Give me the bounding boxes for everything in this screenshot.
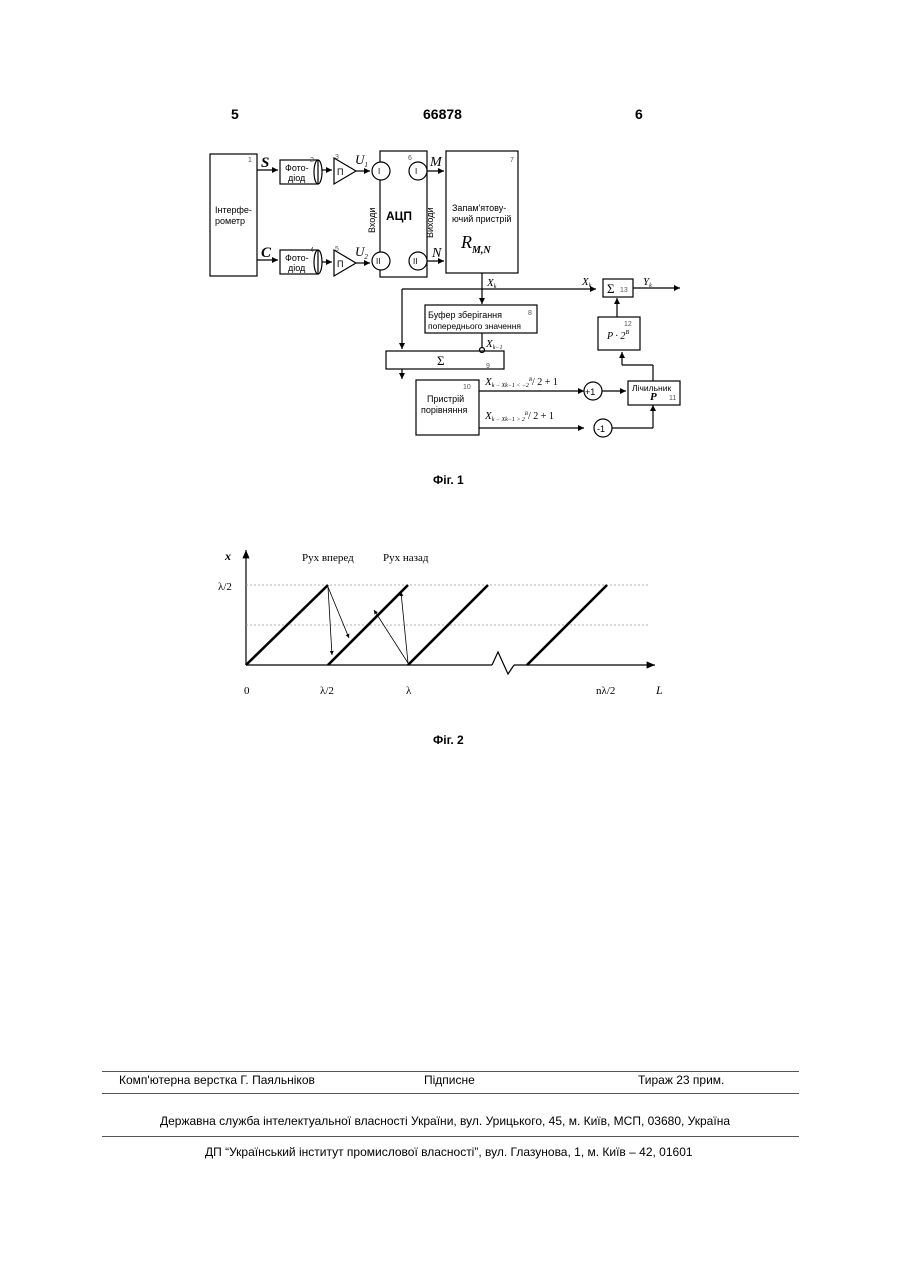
input-s-label: S — [261, 155, 269, 171]
svg-text:Xk − Xk−1 > 2B/ 2 + 1: Xk − Xk−1 > 2B/ 2 + 1 — [484, 410, 554, 423]
u1-sub: 1 — [364, 161, 368, 169]
footer-rule-3 — [102, 1136, 799, 1137]
num-3: 3 — [335, 154, 339, 161]
num-8: 8 — [528, 310, 532, 317]
footer-signed: Підписне — [424, 1073, 475, 1087]
svg-text:U2: U2 — [355, 244, 368, 261]
memory-r-sub: M,N — [471, 245, 491, 256]
backward-arrow-2 — [374, 610, 408, 663]
cond-upper-rest: k − X — [492, 383, 506, 389]
cond-lower-tail: k−1 > 2 — [505, 417, 525, 423]
label-backward-motion: Рух назад — [383, 552, 429, 564]
num-13: 13 — [620, 287, 628, 294]
y-tick-lambda-half: λ/2 — [218, 581, 232, 593]
footer-agency: Державна служба інтелектуальної власност… — [160, 1114, 730, 1128]
photodiode-top-label-2: діод — [288, 173, 306, 183]
figure-2-labels: x L λ/2 0 λ/2 λ nλ/2 Рух вперед Рух наза… — [218, 549, 663, 697]
svg-text:P · 2B: P · 2B — [606, 330, 629, 342]
interferometer-block — [210, 154, 257, 276]
out-n-label: N — [431, 246, 442, 261]
y-axis-label: x — [224, 549, 231, 563]
figure-1-caption: Фіг. 1 — [433, 473, 464, 487]
adc-label: АЦП — [386, 209, 412, 223]
num-2: 2 — [310, 157, 314, 164]
multiplier-label: P · 2 — [606, 331, 625, 342]
input-c-label: C — [261, 245, 272, 261]
forward-arrow-2 — [328, 587, 349, 638]
num-5: 5 — [335, 246, 339, 253]
num-11: 11 — [669, 395, 676, 402]
x-tick-n-lambda-half: nλ/2 — [596, 685, 615, 697]
num-10: 10 — [463, 384, 471, 391]
svg-text:U1: U1 — [355, 152, 368, 169]
forward-arrow-1 — [328, 587, 332, 655]
cond-upper-tail: k−1 < −2 — [505, 383, 529, 389]
num-6: 6 — [408, 155, 412, 162]
photodiode-bottom-label-2: діод — [288, 263, 306, 273]
num-12: 12 — [624, 321, 632, 328]
figure-1-math: S C U1 U2 M N RM,N Xk Xk−1 Σ Xk − Xk−1 <… — [261, 152, 657, 423]
svg-text:Xk: Xk — [581, 276, 592, 289]
x-axis-label: L — [655, 683, 663, 697]
num-9: 9 — [486, 363, 490, 370]
cond-lower-rest: k − X — [492, 417, 506, 423]
adc-out-2: II — [413, 257, 417, 266]
photodiode-bottom-label-1: Фото- — [285, 253, 309, 263]
svg-text:RM,N: RM,N — [460, 232, 491, 256]
figure-2-caption: Фіг. 2 — [433, 733, 464, 747]
xk1-sub: k−1 — [493, 345, 503, 351]
adc-outputs-label: Виходи — [425, 207, 435, 238]
memory-r-label: R — [460, 232, 472, 252]
x-tick-lambda: λ — [406, 685, 412, 697]
counter-p: P — [650, 391, 657, 403]
adc-in-1: I — [378, 167, 380, 176]
footer-rule-2 — [102, 1093, 799, 1094]
photodiode-top-label-1: Фото- — [285, 163, 309, 173]
u2-sub: 2 — [364, 253, 368, 261]
footer-institute: ДП “Український інститут промислової вла… — [205, 1145, 693, 1159]
cond-upper-end: / 2 + 1 — [532, 377, 558, 388]
backward-arrow-1 — [401, 592, 408, 663]
amp-top-label: П — [337, 167, 343, 177]
multiplier-exp: B — [625, 330, 629, 336]
adc-out-1: I — [415, 167, 417, 176]
adc-inputs-label: Входи — [367, 208, 377, 233]
summer-13-sigma: Σ — [607, 281, 615, 296]
yk-sub: k — [649, 283, 652, 289]
buffer-label-1: Буфер зберігання — [428, 310, 502, 320]
cond-lower-end: / 2 + 1 — [528, 411, 554, 422]
x-tick-0: 0 — [244, 685, 250, 697]
svg-text:Yk: Yk — [643, 276, 652, 289]
xk-in-sub: k — [589, 283, 592, 289]
memory-label-2: ючий пристрій — [452, 214, 511, 224]
adc-in-2: II — [376, 257, 380, 266]
amp-bottom-label: П — [337, 259, 343, 269]
num-7: 7 — [510, 157, 514, 164]
svg-text:Xk−1: Xk−1 — [485, 338, 502, 351]
num-4: 4 — [310, 247, 314, 254]
num-1: 1 — [248, 157, 252, 164]
svg-text:Xk: Xk — [486, 277, 497, 290]
footer-circulation: Тираж 23 прим. — [638, 1073, 724, 1087]
xk-sub: k — [494, 284, 497, 290]
summer-9-sigma: Σ — [437, 353, 445, 368]
axis-break — [492, 652, 514, 674]
comparator-label-2: порівняння — [421, 405, 467, 415]
footer-rule-1 — [102, 1071, 799, 1072]
svg-text:Xk − Xk−1 < −2B/ 2 + 1: Xk − Xk−1 < −2B/ 2 + 1 — [484, 376, 558, 389]
minus-one-label: -1 — [597, 424, 605, 434]
x-tick-lambda-half: λ/2 — [320, 685, 334, 697]
buffer-label-2: попереднього значення — [428, 321, 521, 331]
label-forward-motion: Рух вперед — [302, 552, 354, 564]
interferometer-label-1: Інтерфе- — [215, 205, 252, 215]
plus-one-label: +1 — [585, 387, 595, 397]
footer-layout-by: Комп'ютерна верстка Г. Паяльніков — [119, 1073, 315, 1087]
memory-label-1: Запам'ятову- — [452, 203, 506, 213]
comparator-label-1: Пристрій — [427, 394, 464, 404]
interferometer-label-2: рометр — [215, 216, 245, 226]
out-m-label: M — [429, 155, 443, 170]
figure-2-sawtooth — [246, 550, 655, 674]
